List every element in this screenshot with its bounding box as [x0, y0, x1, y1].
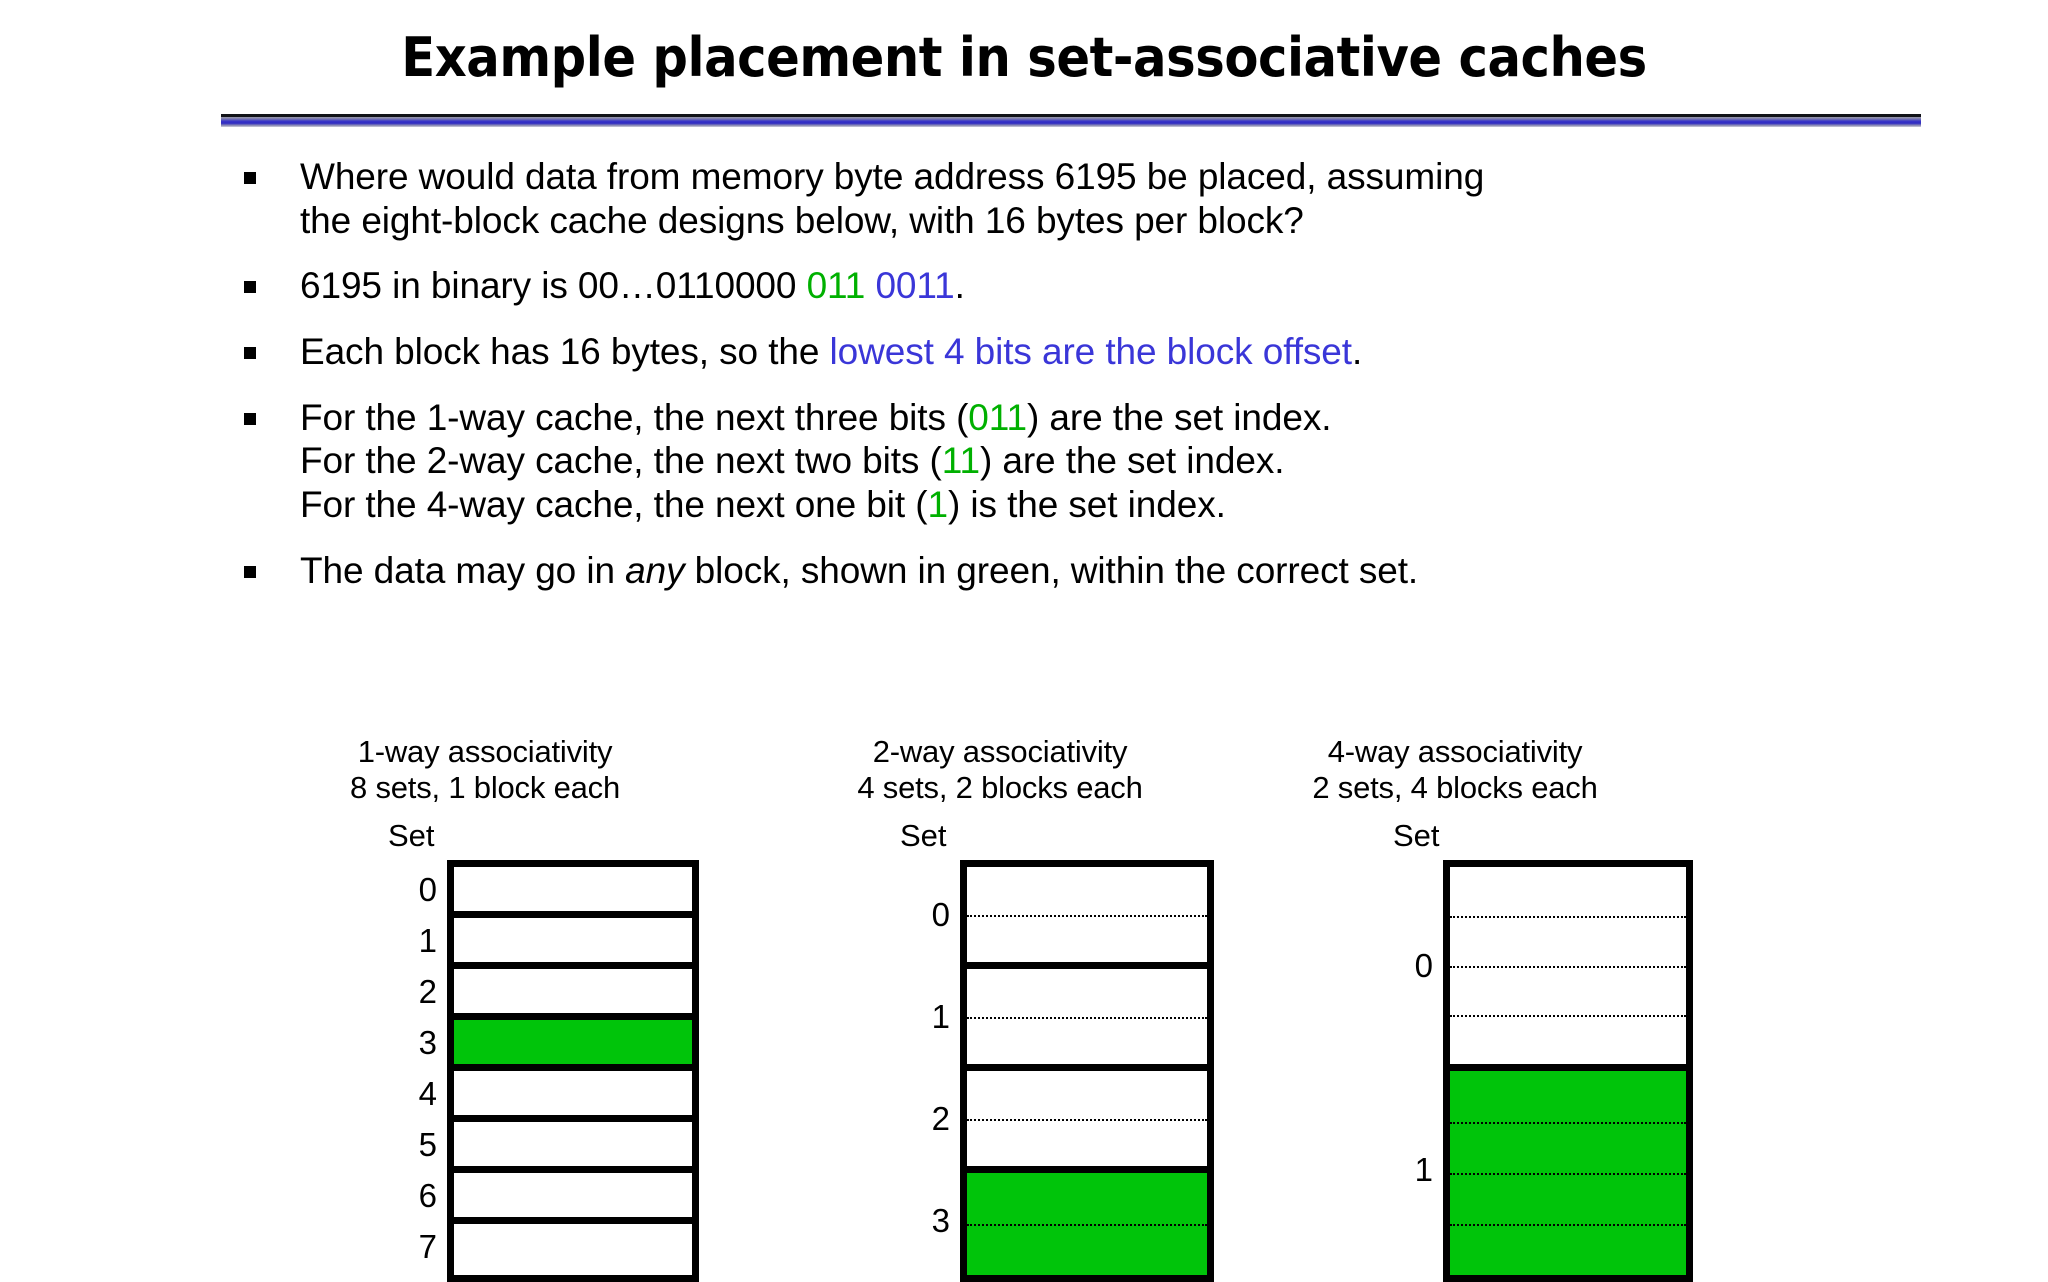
way-divider-line: [1450, 1173, 1686, 1175]
bullet-text: 6195 in binary is 00…0110000: [300, 265, 807, 307]
highlight-blue-text: lowest 4 bits are the block offset: [829, 330, 1353, 372]
cache-set-row: [454, 918, 692, 969]
bullet-item: 6195 in binary is 00…0110000 011 0011.: [240, 264, 1920, 308]
cache-set-row: [454, 1071, 692, 1122]
emphasis-text: any: [625, 549, 685, 591]
highlight-green-text: 011: [806, 265, 866, 307]
page-title: Example placement in set-associative cac…: [401, 26, 1647, 89]
set-index-label: 1: [931, 998, 950, 1035]
way-divider-line: [1450, 916, 1686, 919]
bullet-text: For the 1-way cache, the next three bits…: [300, 396, 969, 438]
way-divider-line: [967, 1224, 1207, 1226]
cache-set-row: [967, 969, 1207, 1071]
bullet-line: The data may go in any block, shown in g…: [300, 549, 1920, 593]
cache-set-row: [454, 1122, 692, 1173]
bullet-text: .: [954, 265, 965, 307]
bullet-text: Each block has 16 bytes, so the: [300, 330, 830, 372]
rule-top-line: [221, 114, 1921, 117]
bullet-line: Each block has 16 bytes, so the lowest 4…: [300, 330, 1920, 374]
cache-set-row: [1450, 867, 1686, 1071]
set-index-label: 1: [1414, 1151, 1433, 1188]
rule-gradient-band: [221, 117, 1921, 127]
bullet-text: block, shown in green, within the correc…: [684, 549, 1419, 591]
bullet-item: Where would data from memory byte addres…: [240, 155, 1920, 242]
set-index-label: 2: [931, 1100, 950, 1137]
bullet-text: For the 2-way cache, the next two bits (: [300, 440, 942, 482]
bullet-line: For the 1-way cache, the next three bits…: [300, 396, 1920, 440]
way-divider-line: [1450, 1014, 1686, 1017]
way-divider-line: [967, 914, 1207, 917]
bullet-item: Each block has 16 bytes, so the lowest 4…: [240, 330, 1920, 374]
bullet-text: [865, 265, 875, 306]
set-index-label: 3: [418, 1023, 437, 1061]
bullet-line: 6195 in binary is 00…0110000 011 0011.: [300, 264, 1920, 308]
cache-geometry-label: 8 sets, 1 block each: [350, 770, 620, 806]
cache-set-row: [454, 1173, 692, 1224]
cache-block-array: [960, 860, 1214, 1282]
set-index-label: 4: [418, 1074, 437, 1112]
cache-block-array: [1443, 860, 1693, 1282]
set-index-label: 0: [418, 870, 437, 908]
set-column-header: Set: [388, 818, 435, 853]
cache-associativity-label: 1-way associativity: [357, 734, 613, 769]
bullet-line: For the 4-way cache, the next one bit (1…: [300, 483, 1920, 527]
cache-set-row-highlighted: [967, 1173, 1207, 1275]
bullet-text: .: [1351, 330, 1363, 372]
highlight-blue-text: 0011: [875, 265, 955, 307]
bullet-text: Where would data from memory byte addres…: [300, 156, 1485, 197]
bullet-square-icon: [244, 565, 256, 578]
set-column-header: Set: [1393, 818, 1440, 853]
bullet-list: Where would data from memory byte addres…: [240, 155, 1920, 614]
cache-associativity-label: 4-way associativity: [1327, 734, 1583, 769]
set-index-label: 0: [1414, 947, 1433, 984]
set-index-label: 6: [418, 1176, 437, 1214]
bullet-line: Where would data from memory byte addres…: [300, 155, 1920, 199]
bullet-item: For the 1-way cache, the next three bits…: [240, 396, 1920, 527]
way-divider-line: [967, 1118, 1207, 1121]
highlight-green-text: 1: [927, 483, 949, 525]
cache-set-row-highlighted: [1450, 1071, 1686, 1275]
set-index-label: 5: [418, 1125, 437, 1163]
set-index-label: 3: [931, 1202, 950, 1239]
highlight-green-text: 11: [941, 440, 980, 482]
bullet-line: the eight-block cache designs below, wit…: [300, 199, 1920, 243]
cache-set-row: [454, 969, 692, 1020]
highlight-green-text: 011: [968, 396, 1027, 438]
bullet-line: For the 2-way cache, the next two bits (…: [300, 439, 1920, 483]
way-divider-line: [1450, 965, 1686, 968]
cache-set-row: [967, 867, 1207, 969]
bullet-square-icon: [244, 346, 256, 359]
cache-geometry-label: 2 sets, 4 blocks each: [1312, 770, 1598, 806]
cache-block-array: [447, 860, 699, 1282]
cache-set-row: [454, 867, 692, 918]
bullet-text: The data may go in: [300, 549, 626, 591]
set-index-label: 0: [931, 896, 950, 933]
title-divider-rule: [221, 114, 1921, 127]
way-divider-line: [1450, 1224, 1686, 1226]
bullet-text: ) are the set index.: [979, 440, 1285, 482]
set-index-label: 1: [418, 921, 437, 959]
bullet-square-icon: [244, 281, 256, 294]
bullet-square-icon: [244, 412, 256, 425]
cache-set-row-highlighted: [454, 1020, 692, 1071]
bullet-text: the eight-block cache designs below, wit…: [300, 199, 1304, 241]
set-index-label: 2: [418, 972, 437, 1010]
bullet-item: The data may go in any block, shown in g…: [240, 549, 1920, 593]
cache-set-row: [454, 1224, 692, 1275]
bullet-square-icon: [244, 172, 256, 184]
way-divider-line: [967, 1016, 1207, 1019]
bullet-text: ) is the set index.: [947, 483, 1226, 525]
way-divider-line: [1450, 1122, 1686, 1124]
cache-associativity-label: 2-way associativity: [872, 734, 1128, 769]
bullet-text: For the 4-way cache, the next one bit (: [300, 483, 928, 525]
cache-geometry-label: 4 sets, 2 blocks each: [857, 770, 1143, 806]
bullet-text: ) are the set index.: [1026, 396, 1332, 438]
set-index-label: 7: [418, 1227, 437, 1265]
set-column-header: Set: [900, 818, 947, 853]
cache-set-row: [967, 1071, 1207, 1173]
